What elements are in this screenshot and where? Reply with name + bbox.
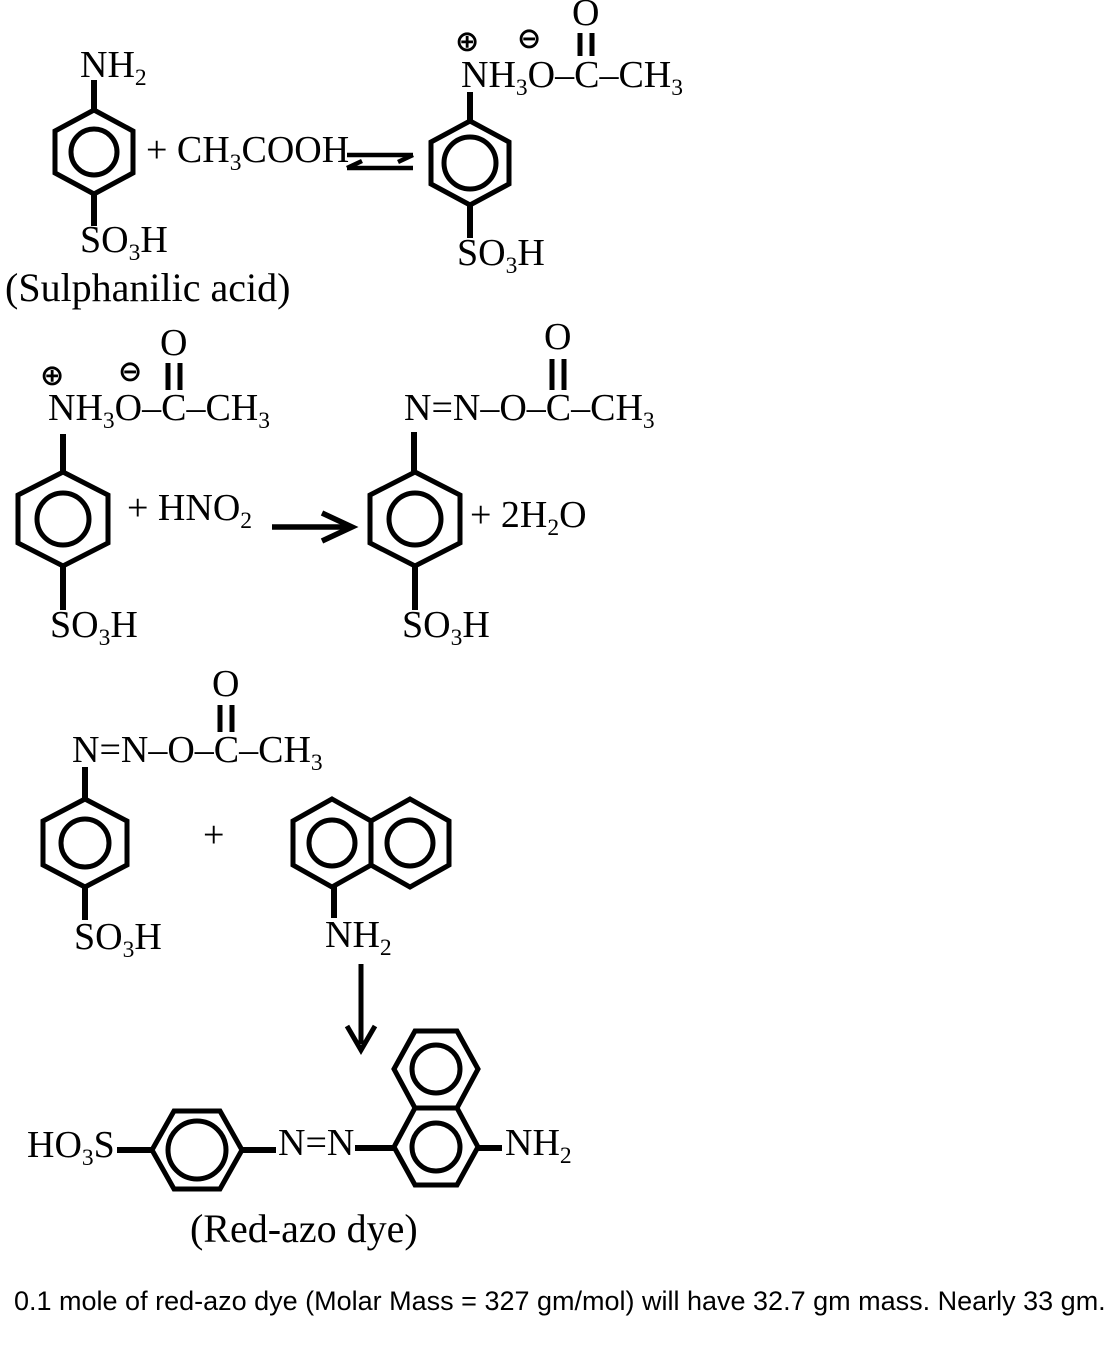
water-byproduct-label: + 2H2O <box>470 494 587 542</box>
minus-charge-icon: ⊖ <box>517 21 542 55</box>
carbonyl-oxygen-label: O <box>212 663 240 705</box>
sulfo-label: SO3H <box>80 219 168 267</box>
benzene-ring-final <box>149 1108 245 1192</box>
aromatic-circle <box>441 134 499 192</box>
sulfo-label: SO3H <box>402 604 490 652</box>
plus-charge-icon: ⊕ <box>40 358 65 392</box>
benzene-ring-diazoester-2 <box>40 767 130 920</box>
carbonyl-double-bond-step1 <box>577 33 595 56</box>
down-arrow <box>344 964 378 1055</box>
amine-label: NH2 <box>505 1122 572 1170</box>
aromatic-circle <box>68 126 120 178</box>
sulfo-label: SO3H <box>457 232 545 280</box>
plus-charge-icon: ⊕ <box>455 24 480 58</box>
amine-label: NH2 <box>80 44 147 92</box>
benzene-ring-diazoester <box>367 432 463 610</box>
sulfo-label: SO3H <box>74 916 162 964</box>
minus-charge-icon: ⊖ <box>118 354 143 388</box>
right-arrow <box>272 510 359 544</box>
final-product-bonds <box>117 1145 502 1153</box>
benzene-ring-anilinium-acetate-2 <box>15 434 111 610</box>
benzene-ring-anilinium-acetate <box>428 92 512 238</box>
diazoester-chain-label: N=N–O–C–CH3 <box>404 387 655 435</box>
amine-label: NH2 <box>325 914 392 962</box>
benzene-hexagon <box>40 796 130 890</box>
benzene-hexagon <box>367 469 463 569</box>
aromatic-circle <box>34 490 92 548</box>
naphthalene-ring-horizontal <box>290 796 452 918</box>
acetate-chain-label: NH3O–C–CH3 <box>48 387 271 435</box>
acetic-acid-reagent: + CH3COOH <box>146 129 350 177</box>
carbonyl-oxygen-label: O <box>160 322 188 364</box>
plus-sign: + <box>203 814 225 856</box>
nitrous-acid-reagent: + HNO2 <box>127 487 253 535</box>
aromatic-circle <box>409 1042 463 1096</box>
benzene-hexagon <box>52 107 136 197</box>
sulfo-label: SO3H <box>50 604 138 652</box>
carbonyl-double-bond-step2-right <box>549 359 567 390</box>
aromatic-circle <box>384 817 436 869</box>
diazoester-chain-label: N=N–O–C–CH3 <box>72 729 323 777</box>
carbonyl-double-bond-step3 <box>217 705 235 732</box>
carbonyl-oxygen-label: O <box>572 0 600 34</box>
aromatic-circle <box>409 1120 463 1174</box>
sulphanilic-acid-name: (Sulphanilic acid) <box>5 265 291 310</box>
carbonyl-oxygen-label: O <box>544 316 572 358</box>
naphthalene-hexagon-right <box>368 796 452 890</box>
acetate-chain-label: NH3O–C–CH3 <box>461 54 684 102</box>
aromatic-circle <box>165 1118 229 1182</box>
carbonyl-double-bond-step2-left <box>165 363 183 390</box>
naphthalene-ring-vertical <box>391 1028 481 1188</box>
equilibrium-arrow <box>346 152 414 171</box>
aromatic-circle <box>58 816 112 870</box>
azo-group-label: N=N <box>278 1122 355 1164</box>
aromatic-circle <box>306 817 358 869</box>
naphthalene-hexagon-left <box>290 796 374 890</box>
conclusion-text: 0.1 mole of red-azo dye (Molar Mass = 32… <box>14 1286 1104 1316</box>
benzene-hexagon <box>15 469 111 569</box>
aromatic-circle <box>386 490 444 548</box>
benzene-ring-sulphanilic <box>52 80 136 226</box>
red-azo-dye-name: (Red-azo dye) <box>190 1206 418 1251</box>
sulfo-label: HO3S <box>27 1124 115 1172</box>
